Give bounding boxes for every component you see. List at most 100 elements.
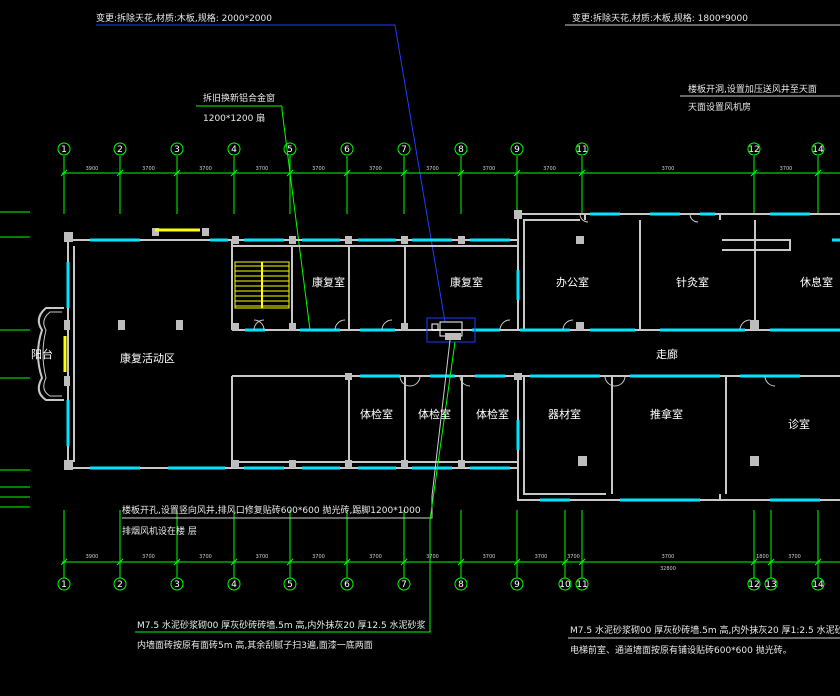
dim-label-top: 3700 bbox=[142, 166, 155, 172]
shaft-highlight bbox=[426, 317, 476, 343]
grid-bubble-bottom bbox=[764, 577, 778, 591]
grid-bubble-top bbox=[397, 142, 411, 156]
grid-label-top: 8 bbox=[458, 145, 464, 155]
walls bbox=[67, 213, 840, 501]
grid-bubble-bottom bbox=[510, 577, 524, 591]
grid-bubble-top bbox=[113, 142, 127, 156]
grid-bubble-bottom bbox=[113, 577, 127, 591]
grid-bubble-top bbox=[454, 142, 468, 156]
grid-label-bottom: 5 bbox=[287, 580, 293, 590]
dim-label-top: 3700 bbox=[426, 166, 439, 172]
dim-label-bottom: 1800 bbox=[756, 554, 769, 560]
dim-label-top: 3700 bbox=[369, 166, 382, 172]
stair bbox=[234, 261, 290, 309]
note-right-1: 楼板开洞,设置加压送风井至天面 bbox=[688, 83, 817, 95]
room-clinic: 诊室 bbox=[788, 417, 810, 431]
grid-label-bottom: 11 bbox=[576, 580, 587, 590]
yellow-markers bbox=[63, 228, 200, 372]
dim-label-bottom: 3700 bbox=[369, 554, 382, 560]
dim-label-bottom: 3700 bbox=[788, 554, 801, 560]
dim-label-bottom: 3700 bbox=[256, 554, 269, 560]
dim-label-top: 3700 bbox=[483, 166, 496, 172]
note-window-1: 拆旧换新铝合金窗 bbox=[203, 92, 275, 104]
grid-bubble-bottom bbox=[454, 577, 468, 591]
grid-label-bottom: 7 bbox=[401, 580, 407, 590]
dim-label-top: 3900 bbox=[86, 166, 99, 172]
grid-bubble-bottom bbox=[283, 577, 297, 591]
grid-label-bottom: 4 bbox=[231, 580, 237, 590]
grid-label-top: 9 bbox=[514, 145, 520, 155]
grid-label-bottom: 6 bbox=[344, 580, 350, 590]
grid-label-top: 5 bbox=[287, 145, 293, 155]
grid-label-bottom: 14 bbox=[812, 580, 824, 590]
left-extension-lines bbox=[0, 211, 30, 508]
dim-label-bottom: 3700 bbox=[483, 554, 496, 560]
note-bottom-right-2: 电梯前室、通道墙面按原有铺设贴砖600*600 抛光砖。 bbox=[570, 644, 792, 656]
dim-label-bottom: 3700 bbox=[142, 554, 155, 560]
leader-window bbox=[281, 106, 311, 331]
room-exam-2: 体检室 bbox=[418, 407, 451, 421]
dim-label-bottom: 3700 bbox=[662, 554, 675, 560]
grid-label-top: 2 bbox=[117, 145, 123, 155]
grid-label-bottom: 9 bbox=[514, 580, 520, 590]
grid-label-top: 1 bbox=[61, 145, 67, 155]
grid-label-top: 7 bbox=[401, 145, 407, 155]
grid-bubble-bottom bbox=[575, 577, 589, 591]
grid-label-bottom: 1 bbox=[61, 580, 67, 590]
note-window-2: 1200*1200 扇 bbox=[203, 112, 265, 124]
grid-bubble-bottom bbox=[170, 577, 184, 591]
dim-label-top: 3700 bbox=[543, 166, 556, 172]
grid-bubble-top bbox=[747, 142, 761, 156]
room-rehab-2: 康复室 bbox=[450, 275, 483, 289]
room-office: 办公室 bbox=[556, 275, 589, 289]
grid-label-top: 3 bbox=[174, 145, 180, 155]
leader-bottom-left bbox=[135, 341, 456, 633]
grid-bubble-top bbox=[227, 142, 241, 156]
grid-label-top: 11 bbox=[576, 145, 587, 155]
note-mid-1: 楼板开孔,设置竖向风井,排风口修复贴砖600*600 抛光砖,踢脚1200*10… bbox=[122, 504, 421, 516]
grid-label-bottom: 8 bbox=[458, 580, 464, 590]
grid-bubble-top bbox=[340, 142, 354, 156]
grid-label-bottom: 13 bbox=[765, 580, 776, 590]
grid-label-bottom: 2 bbox=[117, 580, 123, 590]
note-bottom-right-1: M7.5 水泥砂浆砌00 厚灰砂砖墙.5m 高,内外抹灰20 厚1:2.5 水泥… bbox=[570, 624, 840, 636]
room-exam-1: 体检室 bbox=[360, 407, 393, 421]
columns bbox=[64, 210, 759, 470]
leader-mid bbox=[122, 339, 451, 519]
leader-top-left bbox=[390, 24, 446, 323]
room-rehab-1: 康复室 bbox=[312, 275, 345, 289]
note-top-right: 变更:拆除天花,材质:木板,规格: 1800*9000 bbox=[572, 12, 748, 24]
dim-label-top: 3700 bbox=[780, 166, 793, 172]
dim-total: 32800 bbox=[660, 566, 676, 572]
grid-bubble-top bbox=[283, 142, 297, 156]
room-acupuncture: 针灸室 bbox=[676, 275, 709, 289]
grid-bubble-top bbox=[510, 142, 524, 156]
grid-bubble-bottom bbox=[558, 577, 572, 591]
windows bbox=[66, 212, 840, 502]
room-exam-3: 体检室 bbox=[476, 407, 509, 421]
note-bottom-left-1: M7.5 水泥砂浆砌00 厚灰砂砖砖墙.5m 高,内外抹灰20 厚12.5 水泥… bbox=[137, 619, 426, 631]
room-equipment: 器材室 bbox=[548, 407, 581, 421]
grid-bubble-bottom bbox=[747, 577, 761, 591]
dim-label-bottom: 3700 bbox=[567, 554, 580, 560]
doors bbox=[253, 213, 776, 387]
grid-bubble-top bbox=[575, 142, 589, 156]
room-massage: 推拿室 bbox=[650, 407, 683, 421]
grid-axis-top: 1390023700337004370053700637007370083700… bbox=[57, 142, 825, 214]
grid-bubble-top bbox=[170, 142, 184, 156]
room-balcony: 阳台 bbox=[31, 347, 53, 361]
dim-label-bottom: 3700 bbox=[312, 554, 325, 560]
grid-bubble-top bbox=[57, 142, 71, 156]
grid-label-bottom: 12 bbox=[748, 580, 759, 590]
grid-label-top: 14 bbox=[812, 145, 824, 155]
room-corridor: 走廊 bbox=[656, 347, 678, 361]
dim-label-bottom: 3700 bbox=[199, 554, 212, 560]
grid-label-bottom: 10 bbox=[559, 580, 571, 590]
grid-bubble-top bbox=[811, 142, 825, 156]
dim-label-top: 3700 bbox=[199, 166, 212, 172]
grid-bubble-bottom bbox=[811, 577, 825, 591]
dim-label-top: 3700 bbox=[256, 166, 269, 172]
grid-bubble-bottom bbox=[397, 577, 411, 591]
grid-axis-bottom: 1390023700337004370053700637007370083700… bbox=[57, 510, 825, 591]
